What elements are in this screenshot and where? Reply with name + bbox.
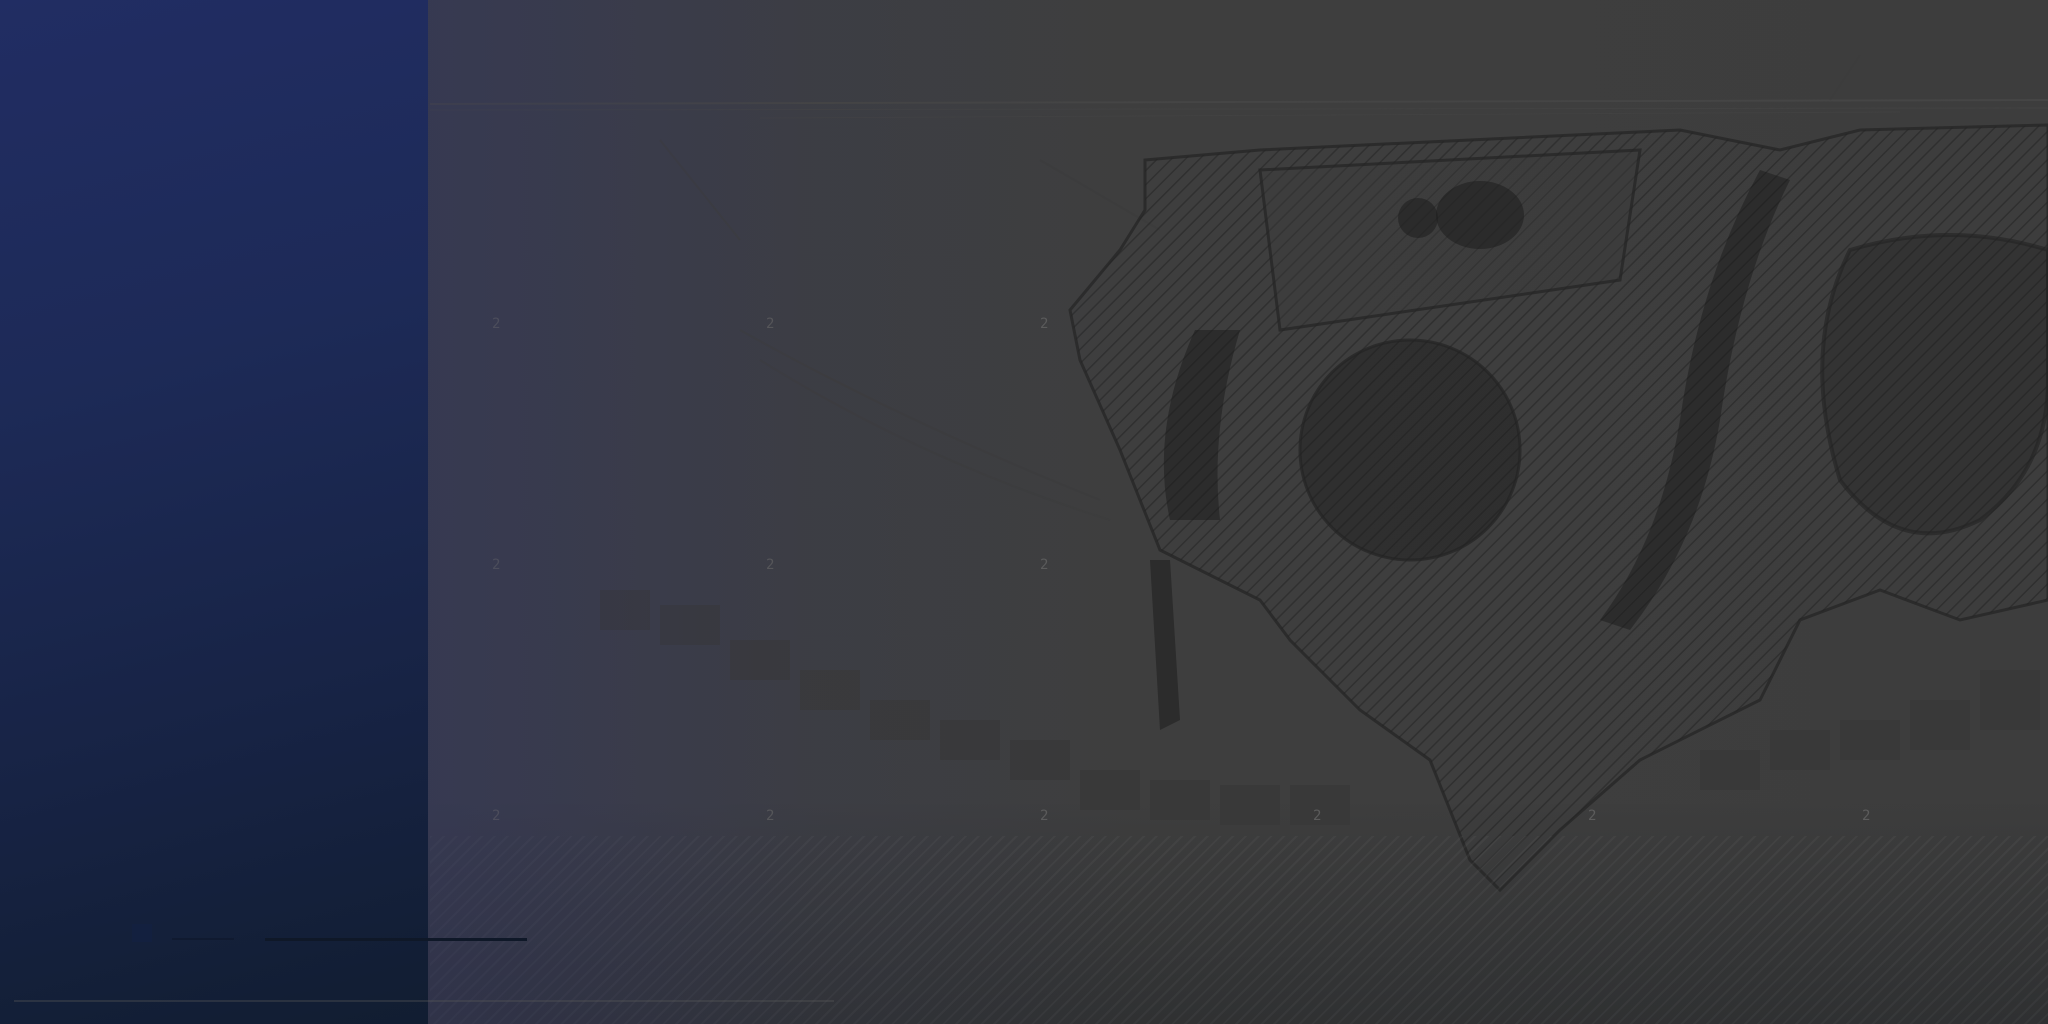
grid-mark: 2: [1040, 808, 1048, 824]
left-panel: [0, 0, 428, 1024]
grid-mark: 2: [1588, 808, 1596, 824]
indicator-square: [132, 924, 152, 942]
hatch-floor: [430, 836, 2048, 1024]
panel-glow: [428, 0, 1128, 1024]
grid-mark: 2: [492, 316, 500, 332]
grid-mark: 2: [1040, 557, 1048, 573]
grid-mark: 2: [492, 808, 500, 824]
grid-mark: 2: [766, 557, 774, 573]
indicator-dash-short: [172, 938, 234, 940]
grid-mark: 2: [1040, 316, 1048, 332]
grid-mark: 2: [766, 808, 774, 824]
grid-mark: 2: [766, 316, 774, 332]
grid-mark: 2: [1313, 808, 1321, 824]
grid-mark: 2: [1862, 808, 1870, 824]
indicator-dash-long: [265, 938, 527, 941]
grid-mark: 2: [492, 557, 500, 573]
bottom-rule: [14, 1000, 834, 1002]
